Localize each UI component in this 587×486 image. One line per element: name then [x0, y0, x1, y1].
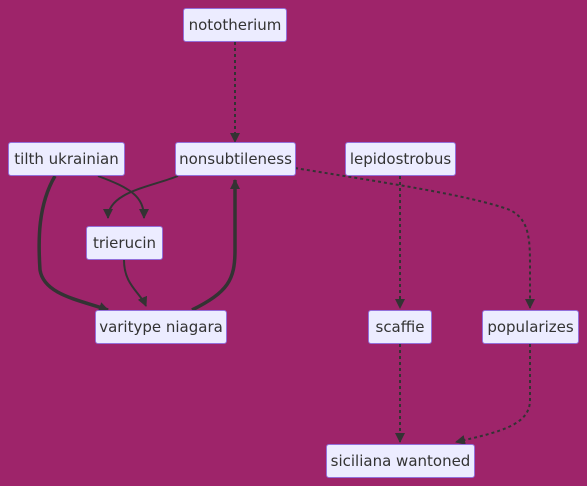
node-label: siciliana wantoned: [330, 452, 471, 470]
node-label: nonsubtileness: [179, 150, 292, 168]
node-label: popularizes: [487, 318, 574, 336]
node-lepidostrobus[interactable]: lepidostrobus: [345, 142, 456, 176]
node-label: varitype niagara: [99, 318, 223, 336]
node-nototherium[interactable]: nototherium: [183, 8, 287, 42]
edge-tilth-ukrainian-to-varitype-niagara: [37, 175, 109, 312]
edge-trierucin-to-varitype-niagara: [123, 259, 148, 307]
node-scaffie[interactable]: scaffie: [368, 310, 432, 344]
edge-nonsubtileness-to-popularizes: [294, 167, 535, 309]
edge-tilth-ukrainian-to-trierucin: [97, 175, 149, 219]
node-popularizes[interactable]: popularizes: [482, 310, 579, 344]
edge-popularizes-to-siciliana-wantoned: [455, 344, 531, 445]
node-tilth-ukrainian[interactable]: tilth ukrainian: [8, 142, 125, 176]
node-nonsubtileness[interactable]: nonsubtileness: [175, 142, 296, 176]
node-siciliana-wantoned[interactable]: siciliana wantoned: [326, 444, 475, 478]
node-label: lepidostrobus: [349, 150, 452, 168]
node-label: nototherium: [188, 16, 282, 34]
node-label: scaffie: [375, 318, 425, 336]
edge-nonsubtileness-to-trierucin: [103, 175, 179, 219]
node-varitype-niagara[interactable]: varitype niagara: [95, 310, 227, 344]
node-label: trierucin: [92, 234, 157, 252]
node-trierucin[interactable]: trierucin: [86, 226, 163, 260]
edge-varitype-niagara-to-nonsubtileness: [191, 179, 240, 312]
node-label: tilth ukrainian: [14, 150, 119, 168]
